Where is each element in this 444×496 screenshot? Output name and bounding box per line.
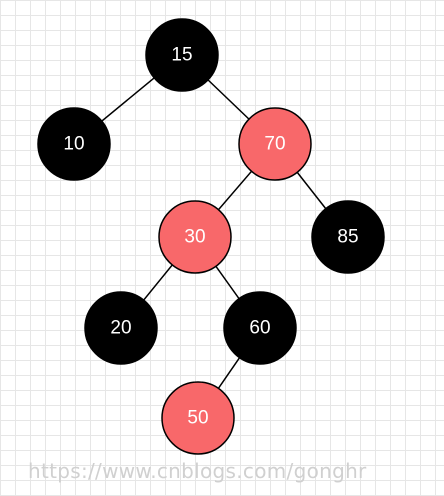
node-label: 70 [264,134,285,155]
watermark-url: https://www.cnblogs.com/gonghr [28,459,367,483]
tree-node-60: 60 [223,291,297,365]
tree-node-10: 10 [37,107,111,181]
node-label: 60 [249,318,270,339]
node-label: 15 [171,45,192,66]
tree-node-85: 85 [311,200,385,274]
node-label: 50 [187,408,208,429]
tree-node-70: 70 [238,107,312,181]
tree-node-15: 15 [145,18,219,92]
node-circle-black [84,291,158,365]
node-circle-red [161,381,235,455]
node-circle-black [37,107,111,181]
node-circle-black [223,291,297,365]
node-circle-red [158,200,232,274]
tree-node-20: 20 [84,291,158,365]
node-label: 85 [337,227,358,248]
tree-node-50: 50 [161,381,235,455]
node-circle-black [145,18,219,92]
node-circle-red [238,107,312,181]
node-circle-black [311,200,385,274]
node-label: 30 [184,227,205,248]
node-label: 10 [63,134,84,155]
node-label: 20 [110,318,131,339]
tree-node-30: 30 [158,200,232,274]
